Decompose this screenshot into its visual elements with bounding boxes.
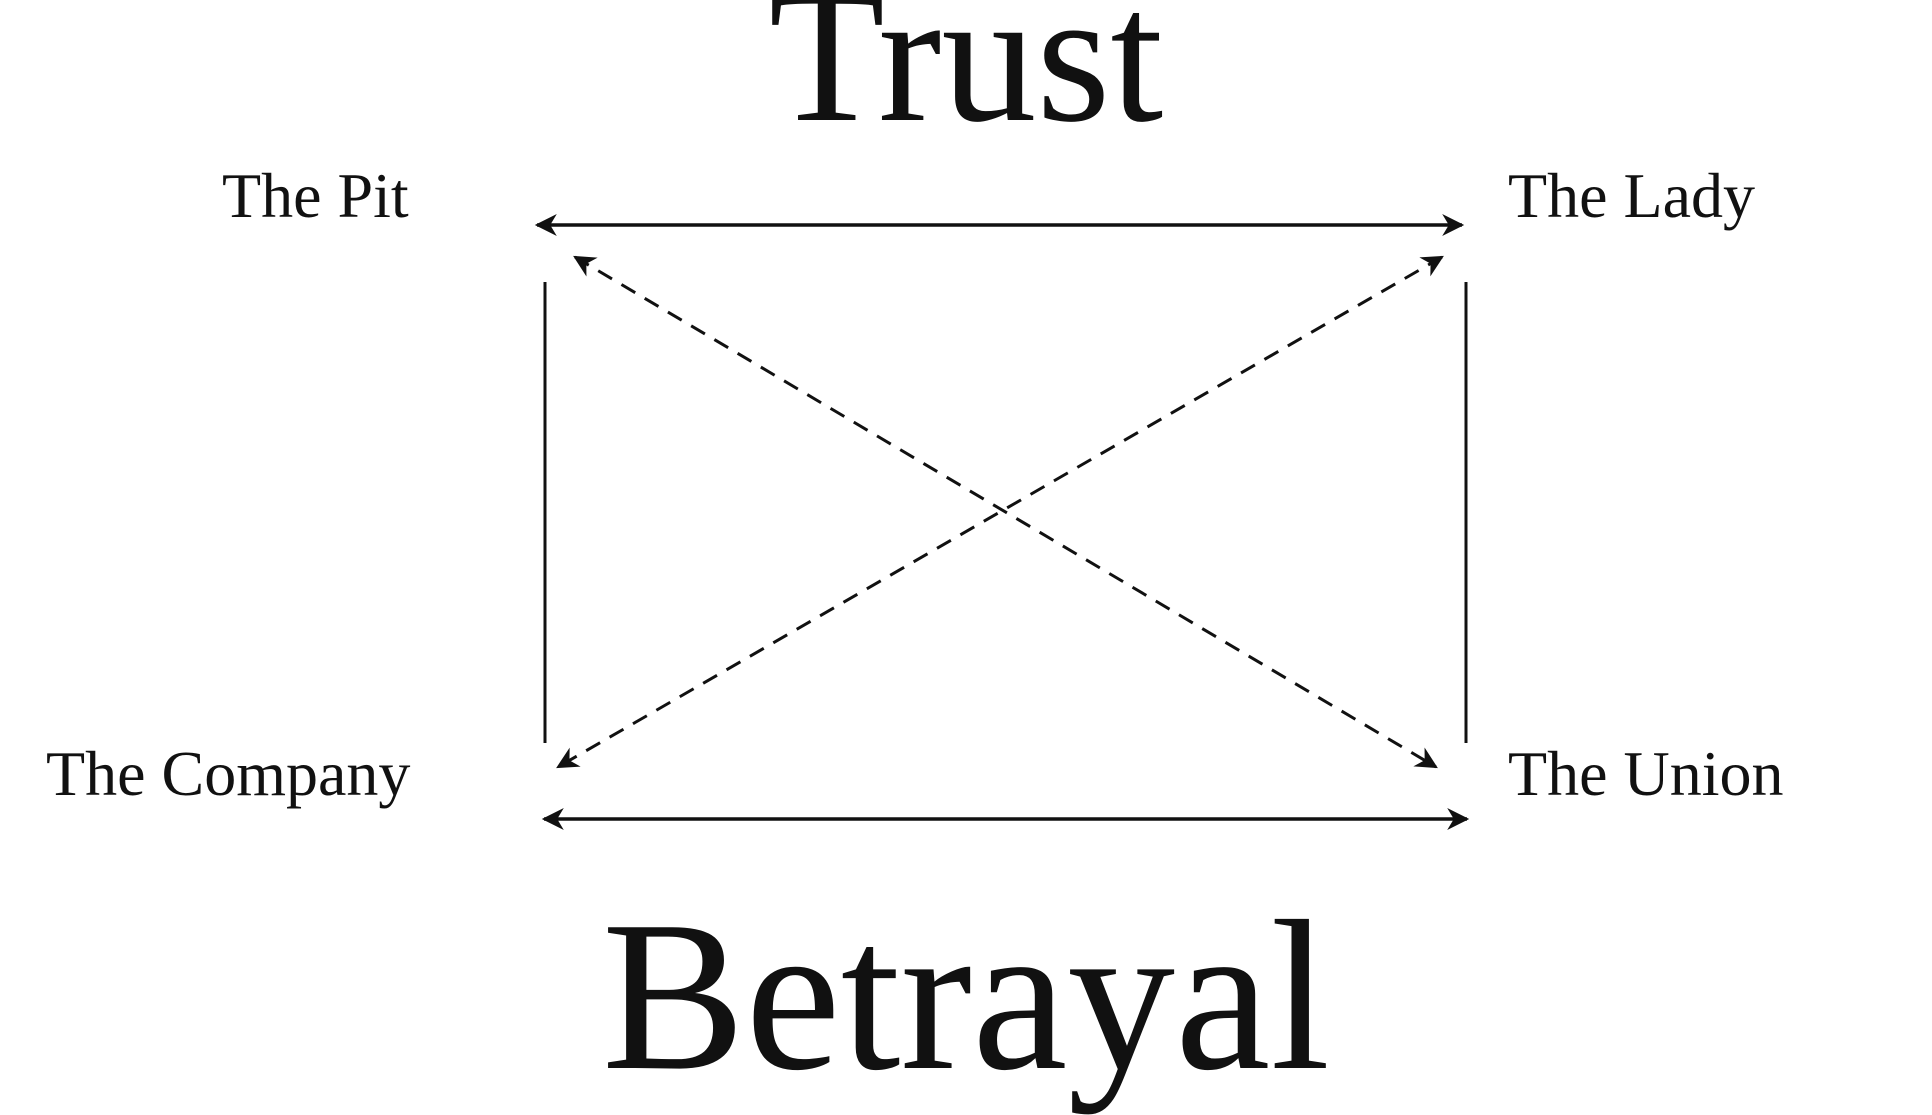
node-the-union: The Union [1508, 738, 1784, 809]
diagram-edges [534, 214, 1470, 830]
betrayal-heading: Betrayal [601, 876, 1331, 1115]
node-the-pit: The Pit [222, 160, 409, 231]
node-the-lady: The Lady [1508, 160, 1755, 231]
edge-lady-company-dashed [556, 255, 1444, 769]
trust-heading: Trust [768, 0, 1164, 162]
edge-pit-union-dashed [573, 255, 1438, 769]
node-the-company: The Company [46, 738, 411, 809]
